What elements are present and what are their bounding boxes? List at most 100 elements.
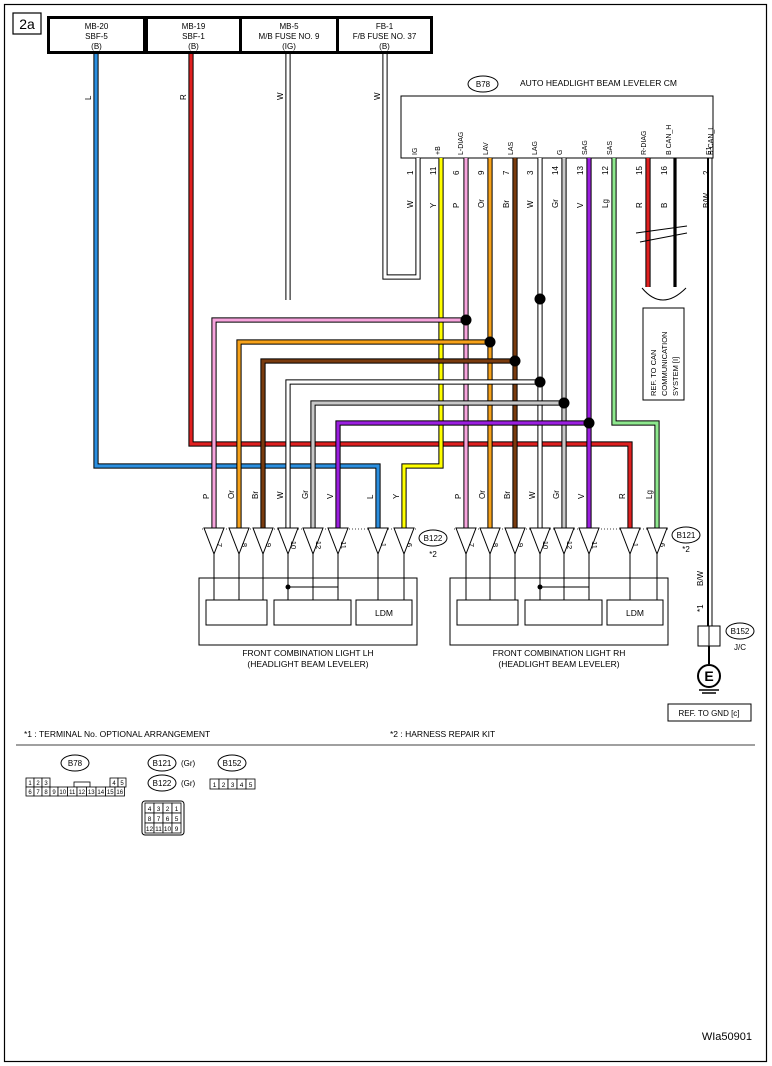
fuse-line2: SBF-1	[182, 32, 205, 41]
b122-oval	[418, 529, 448, 547]
ground-symbol: E	[704, 668, 713, 684]
fuse-line1: FB-1	[376, 22, 394, 31]
light-title: FRONT COMBINATION LIGHT LH	[242, 648, 373, 658]
b152-cell	[245, 778, 256, 790]
light-subtitle: (HEADLIGHT BEAM LEVELER)	[498, 659, 619, 669]
junction-dot	[534, 376, 546, 388]
connector-pin-triangle	[578, 527, 600, 556]
connector-pin-triangle	[504, 527, 526, 556]
wire-violet-lh	[336, 421, 589, 528]
b78-cell-num: 14	[97, 790, 104, 796]
b78-cell-num: 6	[28, 790, 32, 796]
connector-pin-triangle	[277, 527, 299, 556]
connector-pin-number: 12	[314, 541, 323, 549]
harness-wire-color: Or	[227, 490, 236, 499]
b152-cell-num: 4	[240, 782, 244, 789]
b78-cell-num: 3	[44, 781, 48, 787]
cm-pin-number: 16	[660, 166, 669, 175]
b121-label: B121	[677, 531, 696, 540]
wire-white-lh	[286, 380, 540, 528]
cm-pin-function: SAS	[607, 141, 614, 155]
can-twist-mark	[635, 225, 688, 243]
cm-wire-color: Gr	[551, 199, 560, 208]
figure-id: WIa50901	[702, 1031, 752, 1043]
connector-pin-number: 1	[379, 543, 388, 547]
harness-wire-color: P	[454, 494, 463, 499]
b122-star: *2	[429, 550, 437, 559]
connector-pin-number: 7	[215, 543, 224, 547]
legend-b152-label: B152	[223, 759, 242, 768]
junction-dot	[484, 336, 496, 348]
connector-pin-triangle	[455, 527, 477, 556]
harness-wire-color: Br	[251, 491, 260, 499]
b78-cell-num: 2	[36, 781, 40, 787]
cm-pin-function: E1	[706, 146, 713, 155]
b122-cell-num: 8	[148, 816, 152, 823]
b78-cell-num: 12	[78, 790, 85, 796]
junction-dot	[509, 355, 521, 367]
fuse-line1: MB-5	[279, 22, 299, 31]
connector-pin-triangle	[553, 527, 575, 556]
light-element-1	[205, 599, 268, 626]
cm-pin-number: 6	[452, 170, 461, 175]
b78-cell-num: 5	[120, 781, 124, 787]
fuse-line2: SBF-5	[85, 32, 108, 41]
legend-b152-oval	[217, 754, 247, 772]
b78-cell-num: 15	[107, 790, 114, 796]
b122-cell-num: 10	[164, 826, 172, 833]
b122-cell-num: 5	[175, 816, 179, 823]
b78-cell-num: 4	[112, 781, 116, 787]
wire-orange-lh	[237, 340, 490, 528]
connector-pin-number: 6	[658, 543, 667, 547]
connector-pin-number: 11	[590, 541, 599, 549]
fuse-box	[148, 19, 239, 51]
wires	[93, 54, 713, 628]
cm-pin-number: 7	[502, 170, 511, 175]
connector-pin-number: 11	[339, 541, 348, 549]
cm-pin-function: B CAN_L	[708, 126, 715, 155]
gnd-ref-text: REF. TO GND [c]	[678, 709, 739, 718]
b78-cell	[114, 786, 125, 797]
light-subtitle: (HEADLIGHT BEAM LEVELER)	[247, 659, 368, 669]
connector-pin-number: 7	[467, 543, 476, 547]
connector-pin-number: 9	[264, 543, 273, 547]
cm-pin-function: R-DIAG	[641, 131, 648, 156]
wire-lightgreen-Lg	[612, 158, 659, 528]
b122-cell-num: 12	[146, 826, 154, 833]
connector-pin-triangle	[646, 527, 668, 556]
harness-wire-color: L	[366, 494, 375, 499]
junction-dot	[558, 397, 570, 409]
fuse-line3: (B)	[188, 42, 199, 51]
cm-pin-number: 11	[429, 166, 438, 175]
fuse-line1: MB-20	[85, 22, 109, 31]
wire-white-fuse4-outline	[382, 54, 421, 280]
cm-wire-color: W	[526, 200, 535, 208]
wire-yellow-Y	[402, 158, 443, 528]
note-terminal: *1 : TERMINAL No. OPTIONAL ARRANGEMENT	[24, 729, 210, 739]
b152-cell-num: 3	[231, 782, 235, 789]
cm-pin-function: +B	[435, 146, 442, 155]
fuse-wire-color: R	[179, 94, 188, 100]
can-arc	[641, 287, 687, 301]
connector-pin-triangle	[228, 527, 250, 556]
b152-oval	[725, 622, 755, 640]
connector-pin-triangle	[619, 527, 641, 556]
cm-pin-number: 2	[702, 170, 711, 175]
wire-red-R	[189, 54, 632, 528]
cm-wire-color: R	[635, 202, 644, 208]
light-title: FRONT COMBINATION LIGHT RH	[493, 648, 626, 658]
connector-pin-triangle	[252, 527, 274, 556]
ldm-label: LDM	[375, 608, 393, 618]
connector-pin-number: 10	[289, 541, 298, 549]
connector-pin-triangle	[367, 527, 389, 556]
connector-pin-number: 9	[516, 543, 525, 547]
b121-oval	[671, 526, 701, 544]
cm-code-oval	[467, 75, 499, 93]
cm-pin-function: LAV	[483, 142, 490, 155]
cm-pin-function: B CAN_H	[666, 125, 673, 155]
b152-cell-num: 2	[222, 782, 226, 789]
